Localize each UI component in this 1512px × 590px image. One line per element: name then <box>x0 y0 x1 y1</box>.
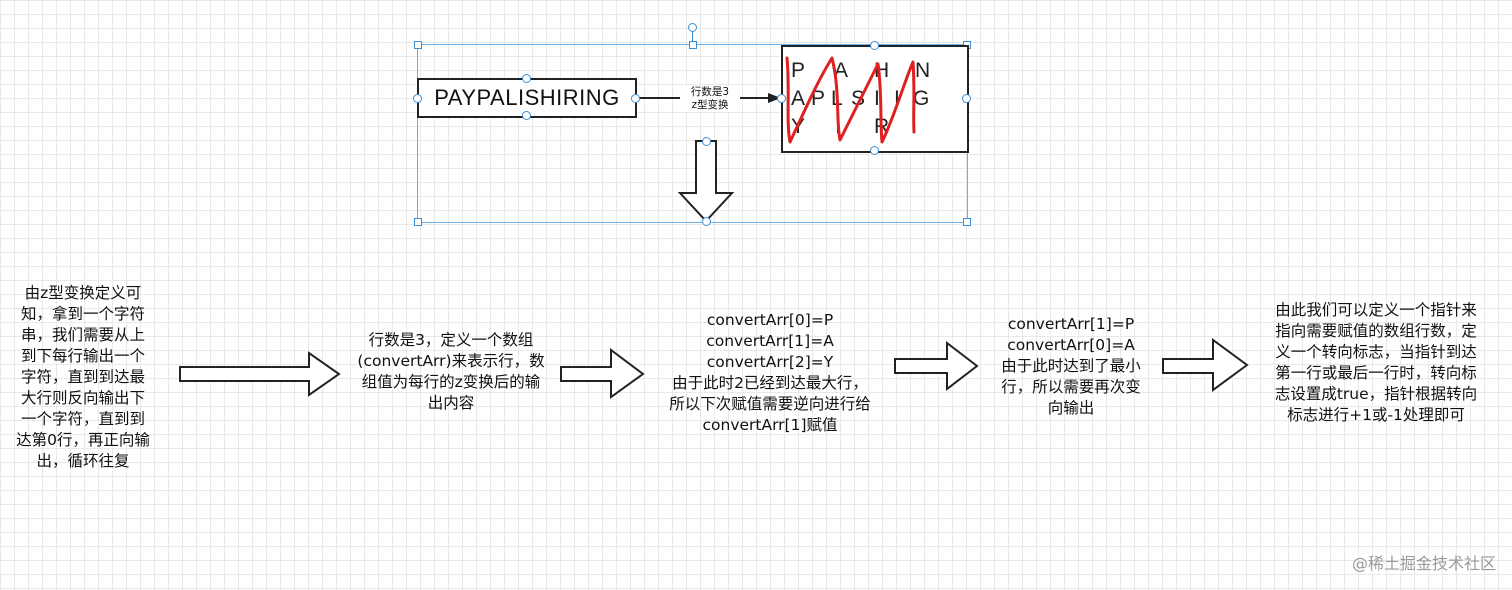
result-letter: G <box>913 87 930 110</box>
text-line: 第一行或最后一行时，转向标 <box>1275 364 1477 382</box>
text-line: 由于此时达到了最小 <box>1001 357 1141 375</box>
step-2-text: 行数是3，定义一个数组 (convertArr)来表示行，数 组值为每行的z变换… <box>340 330 562 414</box>
text-line: 出内容 <box>427 394 475 412</box>
edge-label-line: 行数是3 <box>690 86 730 98</box>
result-letter: I <box>894 87 900 110</box>
result-letter: A <box>791 87 806 110</box>
step-1-text: 由z型变换定义可 知，拿到一个字符 串，我们需要从上 到下每行输出一个 字符，直… <box>0 283 166 472</box>
result-letter: I <box>874 87 880 110</box>
connection-point[interactable] <box>777 94 786 103</box>
text-line: convertArr[1]=A <box>706 332 834 350</box>
text-line: 志设置成true，指针根据转向 <box>1274 385 1478 403</box>
text-line: 向输出 <box>1047 399 1095 417</box>
text-line: convertArr[2]=Y <box>706 353 834 371</box>
text-line: convertArr[1]=P <box>1007 315 1135 333</box>
result-letter: A <box>834 59 849 82</box>
step-arrow-4 <box>1162 338 1249 392</box>
connection-point[interactable] <box>413 94 422 103</box>
text-line: 组值为每行的z变换后的输 <box>361 373 541 391</box>
text-line: 出，循环往复 <box>36 452 130 470</box>
resize-handle-tl[interactable] <box>414 41 422 49</box>
edge-label-line: z型变换 <box>691 99 729 111</box>
text-line: 字符，直到到达最 <box>20 368 145 386</box>
text-line: 行，所以需要再次变 <box>1001 378 1141 396</box>
text-line: 所以下次赋值需要逆向进行给 <box>669 395 871 413</box>
text-line: 串，我们需要从上 <box>20 326 145 344</box>
result-letter: N <box>915 59 931 82</box>
text-line: 由此我们可以定义一个指针来 <box>1275 301 1477 319</box>
text-line: 义一个转向标志，当指针到达 <box>1275 343 1477 361</box>
text-line: 行数是3，定义一个数组 <box>368 331 534 349</box>
text-line: (convertArr)来表示行，数 <box>357 352 545 370</box>
resize-handle-br[interactable] <box>963 218 971 226</box>
rotate-handle[interactable] <box>688 23 697 32</box>
step-arrow-1 <box>179 351 341 397</box>
rotate-handle-line <box>692 31 693 44</box>
connection-point[interactable] <box>522 74 531 83</box>
resize-handle-bl[interactable] <box>414 218 422 226</box>
edge-label: 行数是3 z型变换 <box>680 86 740 112</box>
step-arrow-3 <box>894 340 979 392</box>
text-line: 一个字符，直到到 <box>20 410 145 428</box>
connection-point[interactable] <box>631 94 640 103</box>
step-3-text: convertArr[0]=P convertArr[1]=A convertA… <box>644 310 896 436</box>
result-letter: P <box>791 59 806 82</box>
connection-point[interactable] <box>870 146 879 155</box>
text-line: 由z型变换定义可 <box>24 284 142 302</box>
red-zigzag-scribble <box>785 56 916 144</box>
connection-point[interactable] <box>870 41 879 50</box>
text-line: convertArr[0]=A <box>1007 336 1135 354</box>
step-arrow-2 <box>560 348 645 399</box>
result-letter: S <box>851 87 866 110</box>
text-line: 知，拿到一个字符 <box>20 305 145 323</box>
step-4-text: convertArr[1]=P convertArr[0]=A 由于此时达到了最… <box>978 314 1164 419</box>
connection-point[interactable] <box>702 217 711 226</box>
source-string-text: PAYPALISHIRING <box>434 85 620 110</box>
connection-point[interactable] <box>522 111 531 120</box>
down-arrow <box>677 140 735 223</box>
text-line: 到下每行输出一个 <box>20 347 145 365</box>
resize-handle-tm[interactable] <box>689 41 697 49</box>
text-line: 指向需要赋值的数组行数，定 <box>1275 322 1477 340</box>
step-5-text: 由此我们可以定义一个指针来 指向需要赋值的数组行数，定 义一个转向标志，当指针到… <box>1248 300 1504 426</box>
connection-point[interactable] <box>962 94 971 103</box>
text-line: convertArr[0]=P <box>706 311 834 329</box>
text-line: 达第0行，再正向输 <box>16 431 150 449</box>
text-line: 由于此时2已经到达最大行， <box>672 374 868 392</box>
text-line: 标志进行+1或-1处理即可 <box>1287 406 1465 424</box>
watermark: @稀土掘金技术社区 <box>1351 554 1496 573</box>
text-line: 大行则反向输出下 <box>20 389 145 407</box>
text-line: convertArr[1]赋值 <box>702 416 838 434</box>
connector-arrowhead <box>768 93 781 103</box>
connection-point[interactable] <box>702 137 711 146</box>
